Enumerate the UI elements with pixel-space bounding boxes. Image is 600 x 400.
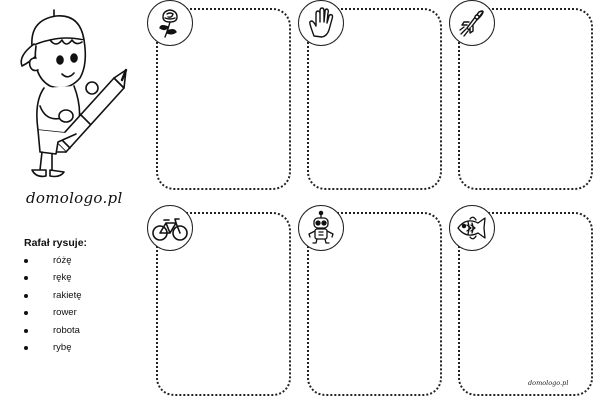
drawing-box-rocket[interactable]: [458, 8, 593, 190]
fish-badge: [449, 205, 495, 251]
task-list-title: Rafał rysuje:: [24, 237, 88, 249]
list-item: rakietę: [24, 287, 82, 304]
bullet-icon: [24, 276, 28, 281]
list-item-label: robota: [53, 324, 80, 336]
list-item-label: różę: [53, 255, 72, 266]
drawing-box-hand[interactable]: [307, 8, 442, 190]
bullet-icon: [24, 345, 28, 350]
rocket-badge: [449, 0, 495, 46]
list-item-label: rękę: [53, 272, 72, 284]
list-item: robota: [24, 322, 82, 339]
bullet-icon: [24, 328, 28, 333]
list-item: rower: [24, 304, 82, 321]
task-list: różę rękę rakietę rower robota rybę: [24, 252, 82, 356]
drawing-box-fish[interactable]: [458, 212, 593, 396]
drawing-box-robot[interactable]: [307, 212, 442, 396]
fish-icon: [457, 216, 486, 240]
footer-logo-text: domologo.pl: [528, 379, 569, 387]
list-item: rybę: [24, 339, 82, 356]
list-item-label: rower: [53, 307, 77, 319]
robot-icon: [308, 210, 334, 244]
list-item: rękę: [24, 269, 82, 286]
bicycle-icon: [152, 218, 188, 241]
boy-with-pencil-icon: [20, 9, 128, 178]
list-item: różę: [24, 252, 82, 269]
rose-icon: [159, 9, 178, 38]
bullet-icon: [24, 311, 28, 316]
bicycle-badge: [147, 205, 193, 251]
drawing-box-rose[interactable]: [156, 8, 291, 190]
robot-badge: [298, 205, 344, 251]
hand-icon: [309, 7, 334, 38]
drawing-box-bicycle[interactable]: [156, 212, 291, 396]
logo-text: domologo.pl: [26, 189, 123, 207]
rocket-icon: [459, 10, 484, 37]
hand-badge: [298, 0, 344, 46]
bullet-icon: [24, 293, 28, 298]
rose-badge: [147, 0, 193, 46]
list-item-label: rybę: [53, 341, 72, 353]
bullet-icon: [24, 259, 28, 263]
list-item-label: rakietę: [53, 289, 82, 301]
